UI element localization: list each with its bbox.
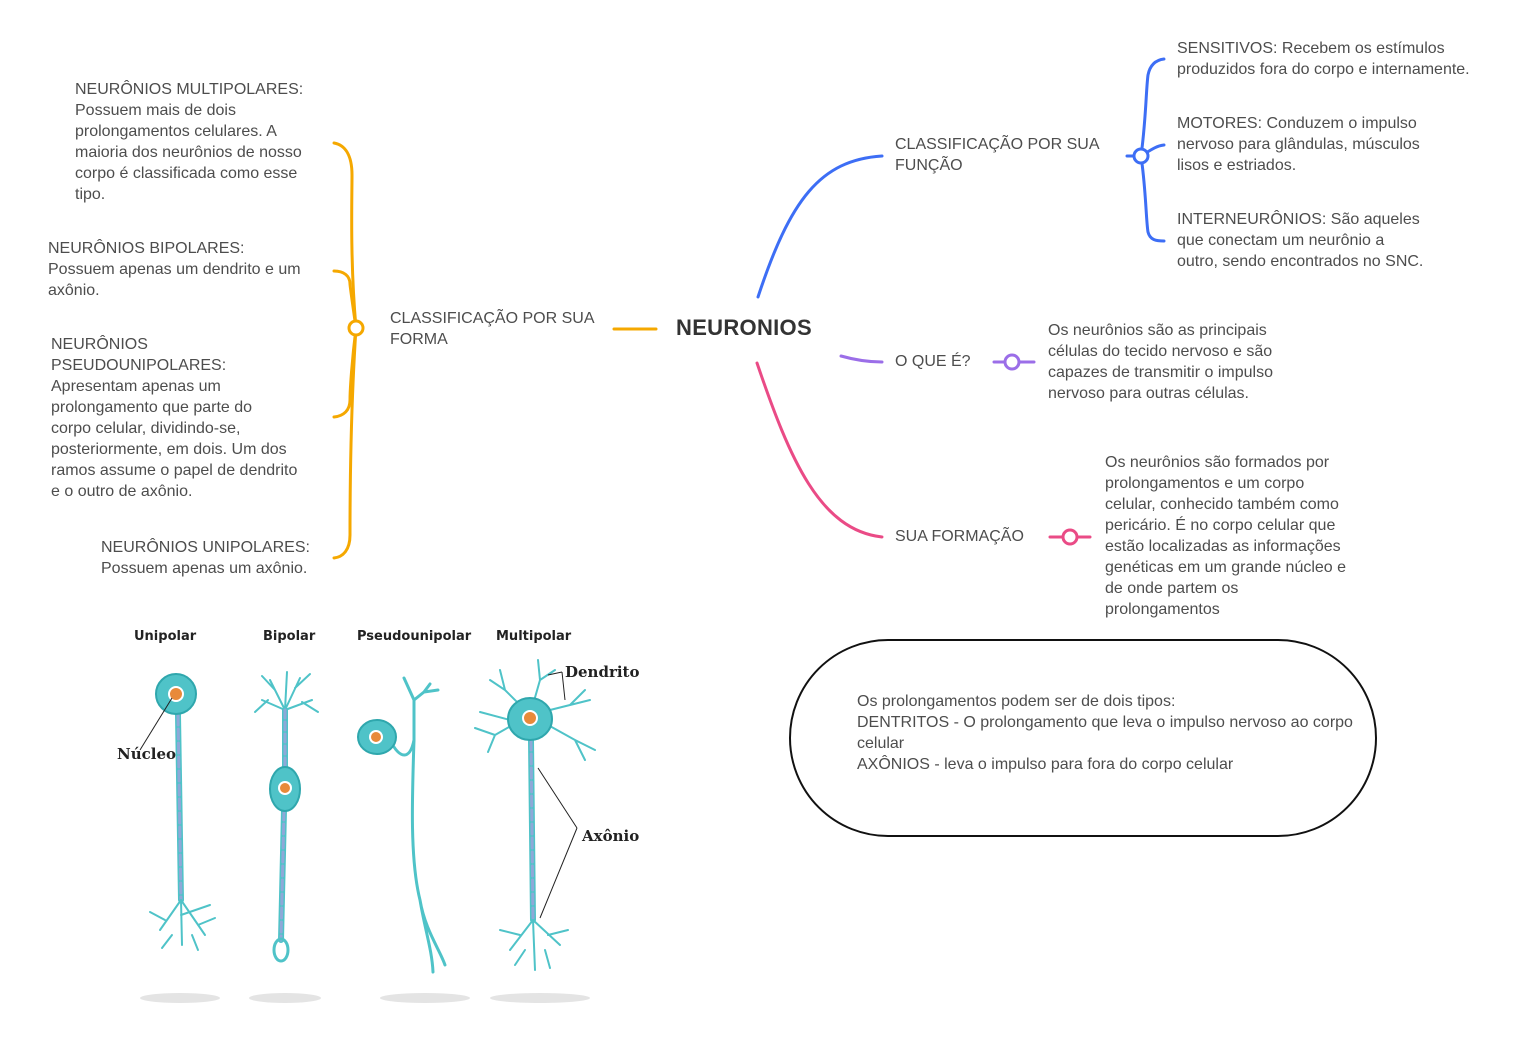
branch-funcao-connectors	[756, 57, 1166, 299]
forma-item-multipolares[interactable]: NEURÔNIOS MULTIPOLARES: Possuem mais de …	[75, 81, 304, 203]
forma-item-unipolares[interactable]: NEURÔNIOS UNIPOLARES: Possuem apenas um …	[101, 539, 310, 577]
annotation-nucleus: Núcleo	[117, 745, 176, 763]
oque-description[interactable]: Os neurônios são as principais células d…	[1048, 322, 1273, 402]
forma-item-pseudounipolares[interactable]: NEURÔNIOS PSEUDOUNIPOLARES: Apresentam a…	[51, 336, 298, 500]
unipolar-nucleus	[168, 686, 184, 702]
neuron-label-bipolar: Bipolar	[263, 629, 316, 644]
annotation-axon: Axônio	[581, 827, 639, 845]
branch-oque-connectors	[839, 354, 1036, 364]
multipolar-neuron	[474, 659, 596, 971]
formacao-description[interactable]: Os neurônios são formados por prolongame…	[1105, 454, 1347, 618]
pseudounipolar-nucleus	[369, 730, 383, 744]
annotation-dendrite: Dendrito	[565, 663, 639, 681]
neuron-label-multipolar: Multipolar	[496, 629, 572, 644]
pseudounipolar-neuron	[388, 676, 447, 974]
central-topic[interactable]: NEURONIOS	[676, 315, 812, 340]
branch-forma-node[interactable]	[347, 319, 365, 337]
unipolar-neuron	[149, 712, 216, 951]
branch-formacao-node[interactable]	[1061, 528, 1079, 546]
branch-forma-title[interactable]: CLASSIFICAÇÃO POR SUA FORMA	[390, 310, 595, 348]
branch-oque-title[interactable]: O QUE É?	[895, 353, 971, 370]
branch-oque-node[interactable]	[1003, 353, 1021, 371]
branch-funcao-title[interactable]: CLASSIFICAÇÃO POR SUA FUNÇÃO	[895, 136, 1100, 174]
branch-formacao-title[interactable]: SUA FORMAÇÃO	[895, 528, 1024, 545]
forma-item-bipolares[interactable]: NEURÔNIOS BIPOLARES: Possuem apenas um d…	[48, 240, 301, 299]
bipolar-nucleus	[278, 781, 292, 795]
branch-forma-connectors	[332, 141, 658, 560]
funcao-item-motores[interactable]: MOTORES: Conduzem o impulso nervoso para…	[1177, 115, 1420, 174]
note-bubble-text: Os prolongamentos podem ser de dois tipo…	[857, 693, 1353, 773]
multipolar-nucleus	[522, 710, 538, 726]
neuron-label-unipolar: Unipolar	[134, 629, 197, 644]
funcao-item-sensitivos[interactable]: SENSITIVOS: Recebem os estímulos produzi…	[1177, 40, 1470, 78]
bipolar-neuron	[254, 671, 319, 943]
note-bubble[interactable]: Os prolongamentos podem ser de dois tipo…	[789, 639, 1377, 837]
branch-funcao-node[interactable]	[1132, 147, 1150, 165]
bipolar-terminal	[272, 937, 290, 963]
neuron-label-pseudounipolar: Pseudounipolar	[357, 629, 472, 644]
neuron-figure: Unipolar Bipolar Pseudounipolar Multipol…	[117, 629, 639, 1003]
funcao-item-interneuronios[interactable]: INTERNEURÔNIOS: São aqueles que conectam…	[1177, 211, 1424, 270]
annotation-lines	[139, 671, 578, 919]
branch-formacao-connectors	[755, 361, 1092, 539]
